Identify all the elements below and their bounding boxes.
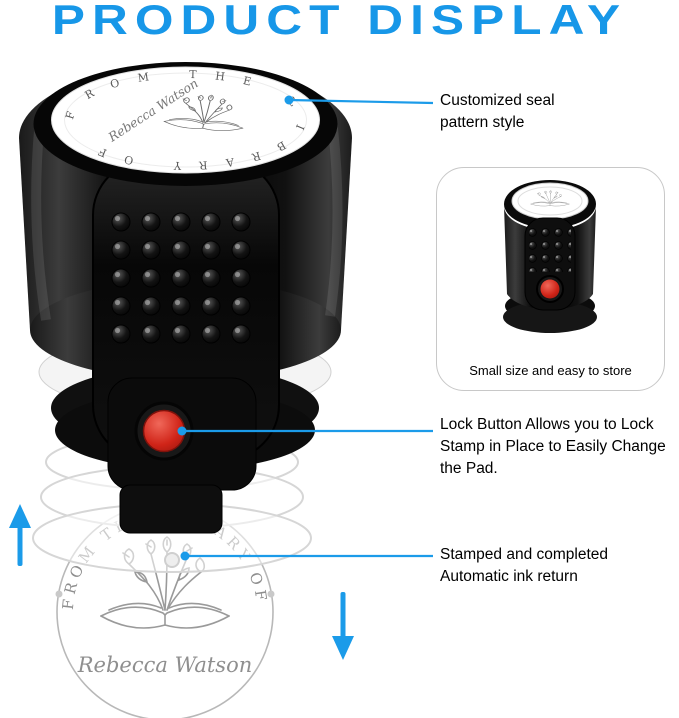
mini-grip-dots <box>529 226 571 272</box>
connector-line-seal <box>288 98 434 105</box>
mini-lock-button <box>540 279 560 299</box>
connector-dot-lock <box>177 426 187 436</box>
annotation-lock-button: Lock Button Allows you to Lock Stamp in … <box>440 416 666 477</box>
registration-dot-left <box>55 590 63 598</box>
registration-dot-right <box>267 590 275 598</box>
annotation-ink-return: Stamped and completed Automatic ink retu… <box>440 546 609 585</box>
stamp-handle <box>92 159 280 534</box>
page-title: PRODUCT DISPLAY <box>51 0 628 43</box>
down-arrow-icon <box>332 592 354 660</box>
stamp-top-seal: FROM THE LIBRARY OF Rebecca Watson <box>33 62 338 186</box>
grip-dots <box>106 208 258 350</box>
lock-button <box>134 401 194 461</box>
mini-stamp-illustration <box>503 180 597 333</box>
side-box-caption: Small size and easy to store <box>469 363 632 378</box>
stamp-foot <box>119 484 223 534</box>
small-size-box: Small size and easy to store <box>436 167 665 391</box>
up-arrow-icon <box>9 504 31 566</box>
annotation-seal-pattern: Customized seal pattern style <box>440 92 555 131</box>
connector-dot-seal <box>284 95 294 105</box>
imprint-owner-script: Rebecca Watson <box>77 653 253 677</box>
connector-dot-ink <box>180 551 190 561</box>
